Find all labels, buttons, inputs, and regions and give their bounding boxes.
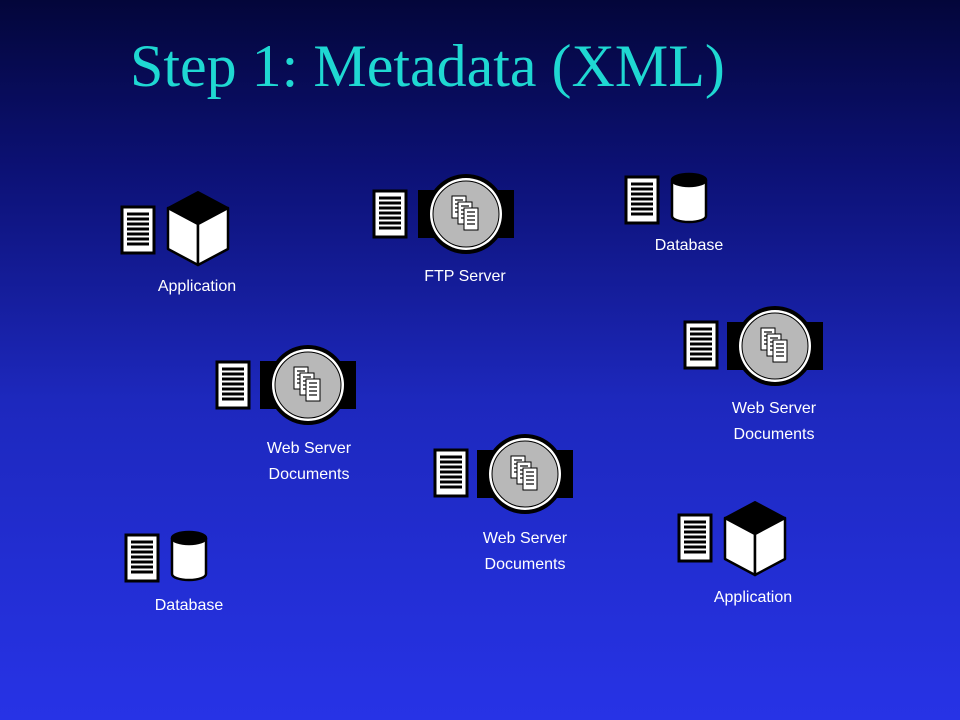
label-line: Documents	[733, 426, 815, 443]
node-label: Application	[686, 585, 820, 611]
node-label: Web Server Documents	[707, 396, 841, 448]
label-line: Web Server	[482, 530, 568, 547]
slide-title: Step 1: Metadata (XML)	[130, 33, 725, 99]
label-line: Database	[154, 597, 224, 614]
node-label: Application	[130, 274, 264, 300]
node-label: Database	[622, 233, 756, 259]
node-label: Web Server Documents	[242, 436, 376, 488]
label-line: Documents	[268, 466, 350, 483]
label-line: Documents	[484, 556, 566, 573]
node-label: FTP Server	[398, 264, 532, 290]
node-label: Web Server Documents	[458, 526, 592, 578]
label-line: Web Server	[266, 440, 352, 457]
label-line: Application	[713, 589, 793, 606]
label-line: Database	[654, 237, 724, 254]
node-label: Database	[122, 593, 256, 619]
label-line: Web Server	[731, 400, 817, 417]
label-line: Application	[157, 278, 237, 295]
label-line: FTP Server	[424, 268, 506, 285]
